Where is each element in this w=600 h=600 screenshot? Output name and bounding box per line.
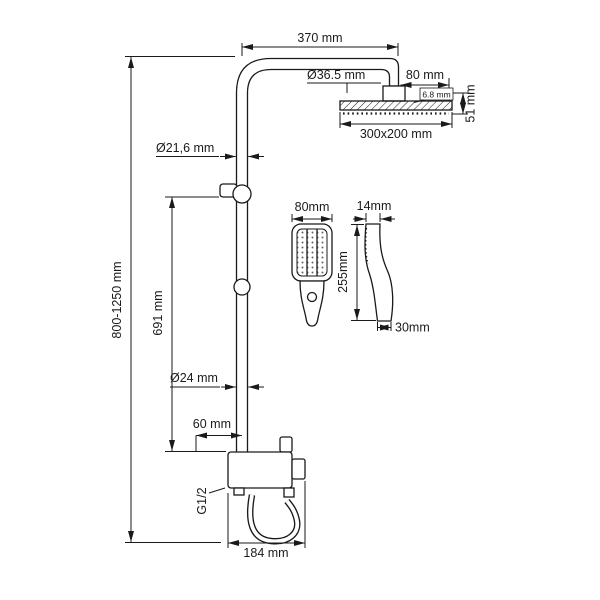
shower-hose-inner <box>248 494 300 544</box>
head-connector <box>382 85 406 102</box>
dim-label-lower-pipe-diameter: Ø24 mm <box>170 371 218 385</box>
dimension-mixer-offset: 60 mm <box>193 417 242 452</box>
leader-line <box>413 99 425 103</box>
mixer-bottom-fitting <box>233 487 245 496</box>
dimension-upper-pipe-diameter: Ø21,6 mm <box>156 141 264 160</box>
hose-holder-ring <box>233 278 251 296</box>
mixer-body <box>227 451 293 489</box>
dimension-total-height: 800-1250 mm <box>110 56 235 543</box>
dim-label-head-drop: 51 mm <box>464 84 478 122</box>
dimension-hand-depth: 14mm <box>353 199 395 222</box>
dim-label-hand-length: 255mm <box>336 251 350 293</box>
hand-shower-side-view <box>364 223 394 322</box>
dim-label-head-offset: 80 mm <box>406 68 444 82</box>
dimension-hand-bottom-width: 30mm <box>377 321 430 335</box>
label-box <box>419 87 454 101</box>
dimension-hand-width: 80mm <box>291 200 333 222</box>
mixer-assembly <box>227 436 306 545</box>
dim-label-upper-pipe-diameter: Ø21,6 mm <box>156 141 214 155</box>
side-view-spray-dots <box>365 227 369 265</box>
dimension-hand-length: 255mm <box>336 224 376 321</box>
dimension-top-width: 370 mm <box>241 31 399 56</box>
slider-ring <box>232 184 252 204</box>
dim-label-hand-width: 80mm <box>295 200 330 214</box>
dimension-annotations: 370 mm Ø36.5 mm 80 mm 6.8 mm 51 mm <box>110 31 478 560</box>
mixer-handle <box>291 458 306 480</box>
dimension-mixer-width: 184 mm <box>227 481 306 560</box>
rain-shower-head <box>339 100 453 111</box>
hand-shower-spray-face <box>296 228 328 277</box>
dimension-head-drop: 51 mm <box>452 84 478 123</box>
dim-label-top-width: 370 mm <box>297 31 342 45</box>
hand-shower-front-view <box>291 223 333 327</box>
dim-label-hand-bottom-width: 30mm <box>395 321 430 335</box>
dimension-head-thickness: 6.8 mm <box>413 87 454 103</box>
hand-shower-side-profile <box>364 223 394 322</box>
dim-label-column-height: 691 mm <box>151 290 165 335</box>
dim-label-mixer-width: 184 mm <box>243 546 288 560</box>
leader-line <box>208 487 226 494</box>
mixer-hose-outlet <box>283 487 295 498</box>
dimension-head-size: 300x200 mm <box>339 112 453 141</box>
hand-shower-holder <box>279 436 293 453</box>
dim-label-head-size: 300x200 mm <box>360 127 432 141</box>
product-geometry <box>219 57 453 545</box>
dim-label-thread-size: G1/2 <box>195 487 209 514</box>
dimension-thread-size: G1/2 <box>195 487 226 515</box>
dim-label-head-thickness: 6.8 mm <box>422 90 450 100</box>
dim-label-total-height: 800-1250 mm <box>110 261 124 338</box>
dim-label-arm-diameter: Ø36.5 mm <box>307 68 365 82</box>
hand-shower-button <box>306 291 318 303</box>
dimension-lower-pipe-diameter: Ø24 mm <box>170 371 264 390</box>
dimension-arm-diameter: Ø36.5 mm <box>307 68 381 93</box>
dim-label-mixer-offset: 60 mm <box>193 417 231 431</box>
dimension-column-height: 691 mm <box>151 196 226 452</box>
hand-shower-handle <box>299 280 325 327</box>
dim-label-hand-depth: 14mm <box>357 199 392 213</box>
